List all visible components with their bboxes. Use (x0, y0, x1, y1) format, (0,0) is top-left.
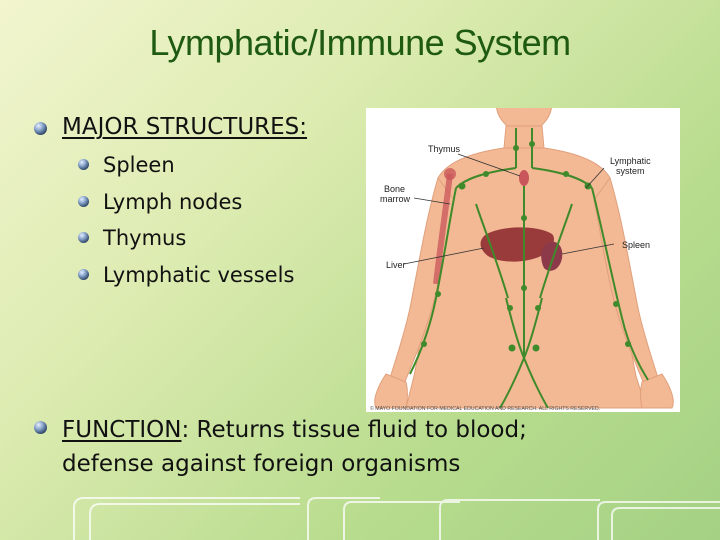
structure-item-thymus: Thymus (103, 226, 187, 250)
label-bone-marrow: Bone (384, 184, 405, 194)
slide-title: Lymphatic/Immune System (149, 22, 571, 63)
function-label: FUNCTION (62, 417, 182, 443)
structure-item-lymph-nodes: Lymph nodes (103, 190, 243, 214)
function-line-2: defense against foreign organisms (62, 451, 461, 477)
illustration-copyright: © MAYO FOUNDATION FOR MEDICAL EDUCATION … (370, 405, 600, 412)
structures-heading: MAJOR STRUCTURES: (62, 114, 308, 140)
decorative-footer (73, 497, 720, 540)
label-lymphatic-system: Lymphatic (610, 156, 651, 166)
label-thymus: Thymus (428, 144, 461, 154)
bullet-icon (78, 159, 89, 170)
label-spleen: Spleen (622, 240, 650, 250)
lymphatic-system-illustration: Thymus Bone marrow Lymphatic system Sple… (366, 108, 680, 412)
bullet-icon (78, 269, 89, 280)
bullet-icon (78, 232, 89, 243)
label-bone-marrow-2: marrow (380, 194, 411, 204)
bullet-icon (34, 421, 47, 434)
bullet-icon (34, 122, 47, 135)
label-lymphatic-system-2: system (616, 166, 645, 176)
structure-item-lymphatic-vessels: Lymphatic vessels (103, 263, 295, 287)
bullet-icon (78, 196, 89, 207)
function-line-1: FUNCTION: Returns tissue fluid to blood; (62, 417, 527, 443)
structure-item-spleen: Spleen (103, 153, 175, 177)
label-liver: Liver (386, 260, 406, 270)
